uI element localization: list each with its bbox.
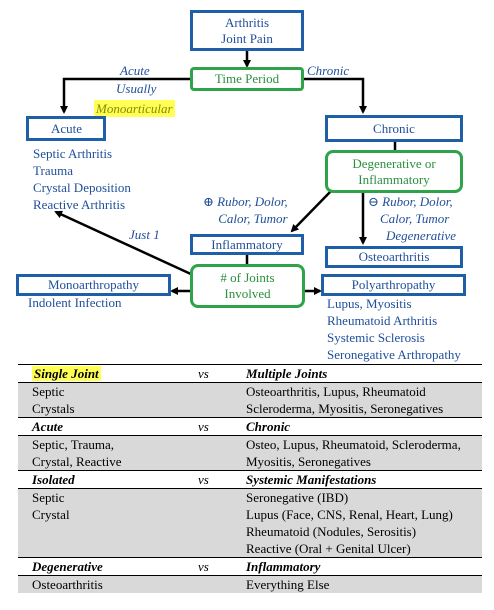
right-cell: Seronegative (IBD): [232, 488, 482, 506]
right-cell: Osteoarthritis, Lupus, Rheumatoid: [232, 382, 482, 400]
vs-label: vs: [198, 472, 209, 487]
table-row: Septic Osteoarthritis, Lupus, Rheumatoid: [18, 382, 482, 400]
section-left-header: Single Joint: [32, 366, 101, 381]
acute-box-label: Acute: [51, 120, 83, 136]
vs-label: vs: [198, 366, 209, 381]
poly-cause: Seronegative Arthropathy: [327, 347, 461, 362]
poly-cause: Systemic Sclerosis: [327, 330, 425, 345]
left-cell: Crystal, Reactive: [18, 453, 184, 471]
inflam-sign-line-1: Rubor, Dolor,: [217, 194, 288, 209]
right-cell: Rheumatoid (Nodules, Serositis): [232, 523, 482, 540]
acute-causes-list: Septic Arthritis Trauma Crystal Depositi…: [33, 145, 131, 213]
right-cell: Myositis, Seronegatives: [232, 453, 482, 471]
top-box-line-1: Arthritis: [224, 14, 270, 30]
chronic-branch-label: Chronic: [307, 63, 350, 78]
chronic-box-label: Chronic: [373, 120, 415, 136]
polyarthropathy-box: Polyarthropathy: [321, 274, 466, 296]
table-section-header: Single Joint vs Multiple Joints: [18, 364, 482, 383]
arthritis-joint-pain-box: Arthritis Joint Pain: [190, 10, 304, 51]
degenerative-or-inflammatory-box: Degenerative or Inflammatory: [325, 150, 463, 193]
osteoarthritis-box: Osteoarthritis: [325, 246, 463, 268]
degen-sign-line-3: Degenerative: [386, 228, 457, 243]
poly-cause: Rheumatoid Arthritis: [327, 313, 438, 328]
degenerative-signs: ⊖ Rubor, Dolor, Calor, Tumor Degenerativ…: [368, 193, 456, 244]
inflammatory-signs: ⊕ Rubor, Dolor, Calor, Tumor: [203, 193, 288, 227]
right-cell: Scleroderma, Myositis, Seronegatives: [232, 400, 482, 418]
left-cell: Osteoarthritis: [18, 575, 184, 593]
acute-cause: Reactive Arthritis: [33, 197, 126, 212]
section-left-header: Acute: [32, 419, 64, 434]
table-row: Reactive (Oral + Genital Ulcer): [18, 540, 482, 558]
mono-cause: Indolent Infection: [28, 295, 122, 310]
acute-cause: Crystal Deposition: [33, 180, 131, 195]
table-row: Crystal, Reactive Myositis, Seronegative…: [18, 453, 482, 471]
degen-box-line-2: Inflammatory: [358, 171, 430, 187]
time-period-label: Time Period: [214, 71, 280, 86]
table-row: Septic Seronegative (IBD): [18, 488, 482, 506]
right-cell: Reactive (Oral + Genital Ulcer): [232, 540, 482, 558]
plus-icon: ⊕: [203, 194, 214, 209]
left-cell: Septic: [18, 382, 184, 400]
monoarticular-label: Monoarticular: [94, 100, 175, 117]
connector-degen-to-inflam: [290, 188, 334, 233]
top-box-line-2: Joint Pain: [221, 30, 273, 46]
section-left-header: Degenerative: [32, 559, 103, 574]
number-of-joints-box: # of Joints Involved: [190, 264, 305, 308]
left-cell: [18, 540, 184, 558]
poly-cause: Lupus, Myositis: [327, 296, 412, 311]
table-section-header: Isolated vs Systemic Manifestations: [18, 470, 482, 489]
section-right-header: Chronic: [246, 419, 291, 434]
table-section-header: Degenerative vs Inflammatory: [18, 557, 482, 576]
degen-sign-line-2: Calor, Tumor: [380, 211, 450, 226]
inflammatory-box-label: Inflammatory: [211, 236, 283, 252]
acute-branch-label: Acute: [120, 63, 150, 78]
table-section-header: Acute vs Chronic: [18, 417, 482, 436]
right-cell: Lupus (Face, CNS, Renal, Heart, Lung): [232, 506, 482, 523]
degen-box-line-1: Degenerative or: [352, 155, 436, 171]
osteoarthritis-box-label: Osteoarthritis: [358, 249, 430, 264]
connector-time-to-acute: [60, 77, 190, 114]
left-cell: Crystals: [18, 400, 184, 418]
connector-time-to-chronic: [304, 77, 367, 114]
usually-label: Usually: [116, 81, 157, 96]
left-cell: [18, 523, 184, 540]
table-row: Rheumatoid (Nodules, Serositis): [18, 523, 482, 540]
flowchart-connectors: [54, 51, 397, 295]
joints-box-line-2: Involved: [224, 286, 271, 301]
section-right-header: Systemic Manifestations: [246, 472, 377, 487]
left-cell: Septic, Trauma,: [18, 435, 184, 453]
connector-joints-to-acute: [54, 210, 194, 277]
poly-box-label: Polyarthropathy: [351, 277, 436, 292]
left-cell: Septic: [18, 488, 184, 506]
monoarthropathy-box: Monoarthropathy: [16, 274, 171, 296]
table-row: Crystals Scleroderma, Myositis, Seronega…: [18, 400, 482, 418]
inflam-sign-line-2: Calor, Tumor: [218, 211, 288, 226]
table-row: Crystal Lupus (Face, CNS, Renal, Heart, …: [18, 506, 482, 523]
right-cell: Osteo, Lupus, Rheumatoid, Scleroderma,: [232, 435, 482, 453]
joints-box-line-1: # of Joints: [220, 270, 275, 285]
mono-box-label: Monoarthropathy: [48, 277, 139, 292]
vs-label: vs: [198, 419, 209, 434]
table-row: Osteoarthritis Everything Else: [18, 575, 482, 593]
acute-cause: Septic Arthritis: [33, 146, 113, 161]
section-right-header: Multiple Joints: [246, 366, 328, 381]
table-row: Septic, Trauma, Osteo, Lupus, Rheumatoid…: [18, 435, 482, 453]
degen-sign-line-1: Rubor, Dolor,: [382, 194, 453, 209]
inflammatory-box: Inflammatory: [190, 234, 304, 255]
minus-icon: ⊖: [368, 194, 379, 209]
right-cell: Everything Else: [232, 575, 482, 593]
section-right-header: Inflammatory: [246, 559, 321, 574]
acute-cause: Trauma: [33, 163, 73, 178]
left-cell: Crystal: [18, 506, 184, 523]
acute-box: Acute: [26, 116, 106, 141]
vs-label: vs: [198, 559, 209, 574]
comparison-table: Single Joint vs Multiple Joints Septic O…: [18, 364, 482, 593]
time-period-box: Time Period: [190, 67, 304, 91]
chronic-box: Chronic: [325, 115, 463, 142]
section-left-header: Isolated: [32, 472, 75, 487]
poly-causes-list: Lupus, Myositis Rheumatoid Arthritis Sys…: [327, 295, 461, 363]
just-1-label: Just 1: [129, 227, 160, 242]
